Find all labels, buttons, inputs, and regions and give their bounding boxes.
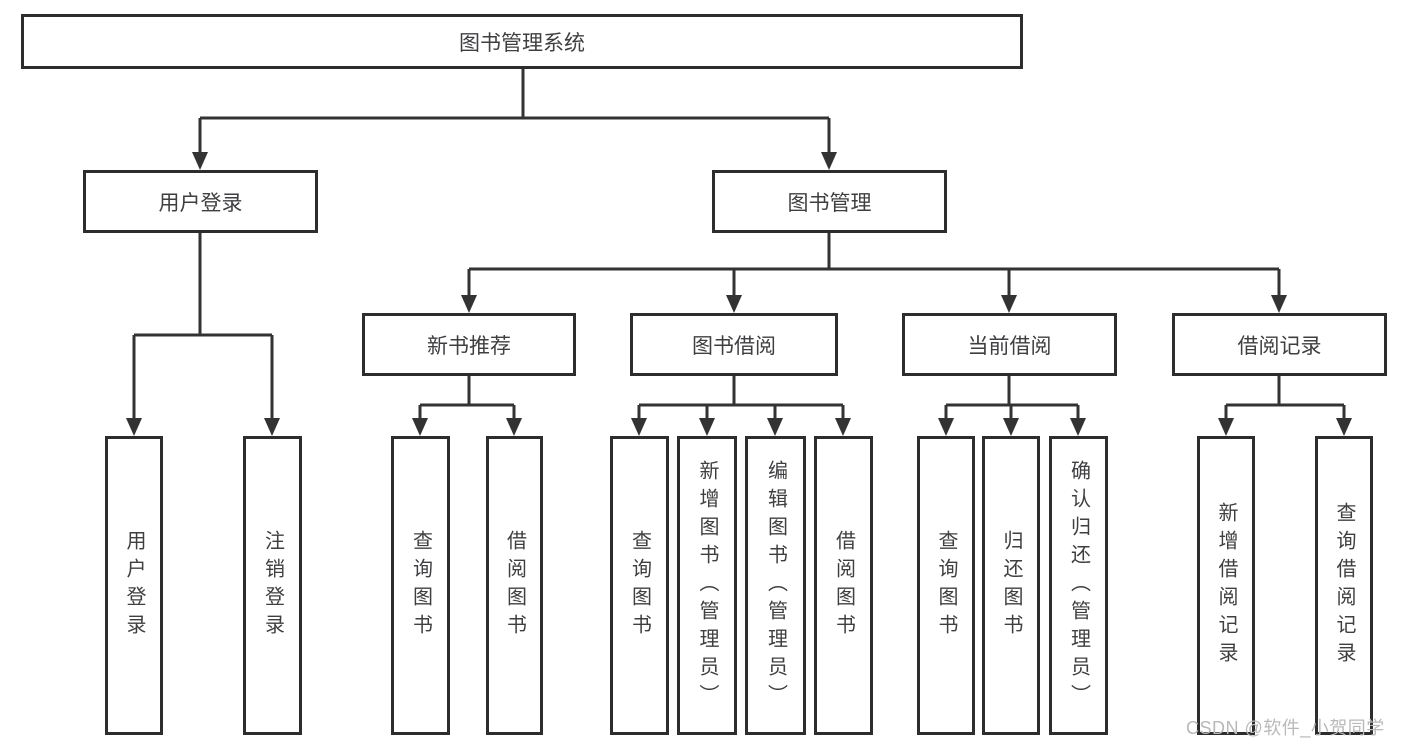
node-leaf-newbook-query: 查询图书 [391,436,450,735]
arrowhead-icon [835,418,851,436]
node-leaf-logout-label: 注销登录 [261,529,284,642]
node-leaf-record-add-label: 新增借阅记录 [1215,501,1237,670]
node-book-borrow-branch: 图书借阅 [630,313,838,376]
node-leaf-current-query-label: 查询图书 [935,529,957,642]
arrowhead-icon [461,295,477,313]
node-leaf-newbook-query-label: 查询图书 [409,529,432,642]
node-leaf-record-query-label: 查询借阅记录 [1333,501,1355,670]
node-leaf-borrow-edit: 编辑图书（管理员） [745,436,806,735]
arrowhead-icon [821,152,837,170]
csdn-watermark: CSDN @软件_小贺同学 [1186,718,1385,738]
arrowhead-icon [1218,418,1234,436]
node-leaf-current-return-label: 归还图书 [1000,529,1022,642]
arrowhead-icon [631,418,647,436]
node-leaf-record-query: 查询借阅记录 [1315,436,1373,735]
node-leaf-borrow-add: 新增图书（管理员） [677,436,737,735]
node-user-login-branch-label: 用户登录 [158,191,243,215]
arrowhead-icon [1271,295,1287,313]
node-new-book-branch: 新书推荐 [362,313,576,376]
node-leaf-user-login-label: 用户登录 [123,529,145,642]
arrowhead-icon [506,418,522,436]
node-book-mgmt-branch: 图书管理 [712,170,947,233]
node-leaf-current-return: 归还图书 [982,436,1040,735]
arrowhead-icon [412,418,428,436]
node-leaf-newbook-borrow: 借阅图书 [486,436,543,735]
node-leaf-current-confirm: 确认归还（管理员） [1049,436,1108,735]
node-leaf-user-login: 用户登录 [105,436,163,735]
arrowhead-icon [938,418,954,436]
node-leaf-borrow-borrow-label: 借阅图书 [832,529,855,642]
arrowhead-icon [126,418,142,436]
arrowhead-icon [699,418,715,436]
arrowhead-icon [1003,418,1019,436]
node-new-book-branch-label: 新书推荐 [427,334,511,358]
node-leaf-borrow-borrow: 借阅图书 [814,436,873,735]
node-current-borrow-branch-label: 当前借阅 [967,334,1052,358]
node-leaf-current-query: 查询图书 [917,436,975,735]
node-root-label: 图书管理系统 [459,31,585,55]
node-leaf-borrow-query: 查询图书 [610,436,669,735]
node-user-login-branch: 用户登录 [83,170,318,233]
arrowhead-icon [1001,295,1017,313]
arrowhead-icon [1070,418,1086,436]
node-leaf-borrow-add-label: 新增图书（管理员） [696,459,718,712]
node-leaf-newbook-borrow-label: 借阅图书 [503,529,526,642]
node-borrow-record-branch-label: 借阅记录 [1237,334,1322,358]
node-leaf-current-confirm-label: 确认归还（管理员） [1067,459,1090,712]
node-book-borrow-branch-label: 图书借阅 [692,334,776,358]
node-current-borrow-branch: 当前借阅 [902,313,1117,376]
node-book-mgmt-branch-label: 图书管理 [787,191,872,215]
arrowhead-icon [264,418,280,436]
node-leaf-borrow-edit-label: 编辑图书（管理员） [764,459,787,712]
node-leaf-borrow-query-label: 查询图书 [628,529,651,642]
arrowhead-icon [767,418,783,436]
arrowhead-icon [192,152,208,170]
node-leaf-record-add: 新增借阅记录 [1197,436,1255,735]
node-root-system: 图书管理系统 [21,14,1023,69]
arrowhead-icon [1336,418,1352,436]
arrowhead-icon [726,295,742,313]
node-leaf-logout: 注销登录 [243,436,302,735]
node-borrow-record-branch: 借阅记录 [1172,313,1387,376]
